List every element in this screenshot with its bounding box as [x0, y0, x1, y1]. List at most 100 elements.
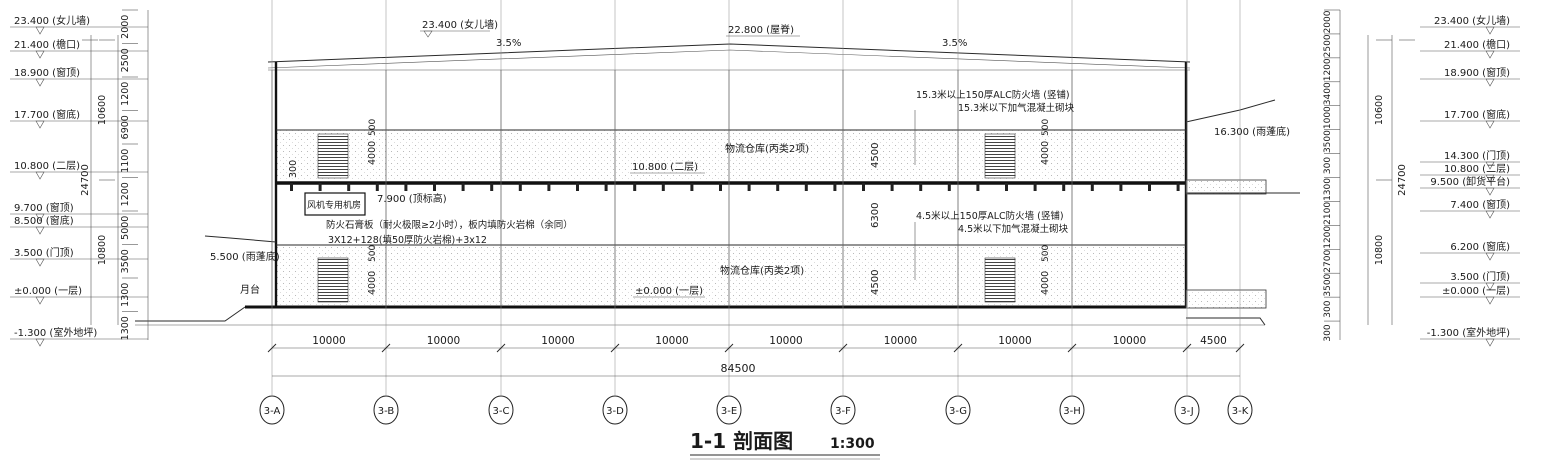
level-label: 7.400 (窗顶) [1450, 198, 1510, 211]
vent-gap-ll: 500 [368, 245, 378, 262]
dim-tick [267, 343, 277, 353]
vertical-dim-label: 1000 [1323, 106, 1333, 129]
first-floor-level: ±0.000 (一层) [635, 285, 703, 297]
dim-tick [496, 343, 506, 353]
joist [1090, 183, 1094, 191]
drawing-title: 1-1 剖面图 1:300 [690, 429, 880, 460]
vertical-dim-label: 5000 [120, 216, 131, 240]
lower-wall-note-2: 4.5米以下加气混凝土砌块 [958, 223, 1069, 235]
joist [804, 183, 808, 191]
bay-dim-label: 10000 [427, 335, 460, 347]
joist [633, 183, 637, 191]
dim-tick [1067, 343, 1077, 353]
ground-left [135, 306, 246, 322]
vent-upper-right [984, 133, 1016, 179]
level-label: 9.500 (卸货平台) [1430, 175, 1510, 188]
level-triangle [1485, 161, 1495, 170]
axis-bubble [259, 395, 285, 425]
level-triangle [1485, 26, 1495, 35]
canopy-right-level: 16.300 (雨蓬底) [1214, 125, 1290, 138]
level-label: 21.400 (檐口) [1444, 38, 1510, 51]
joist [947, 183, 951, 191]
dim-tick [838, 343, 848, 353]
joist [461, 183, 465, 191]
right-canopy [1185, 99, 1276, 123]
axis-label: 3-H [1063, 406, 1081, 417]
vent-gap-ul: 500 [368, 119, 378, 136]
joist [1062, 183, 1066, 191]
axis-bubble [1174, 395, 1200, 425]
truss-level: 7.900 (顶标高) [377, 192, 447, 205]
joist [976, 183, 980, 191]
joist [604, 183, 608, 191]
level-label: 8.500 (窗底) [14, 214, 74, 227]
floor-joists [290, 183, 1180, 191]
joist [404, 183, 408, 191]
upper-floor-hatch [276, 130, 1186, 180]
joist [661, 183, 665, 191]
bay-dim-label: 4500 [1200, 335, 1227, 347]
ground-right [1186, 317, 1266, 326]
joist [576, 183, 579, 191]
vent-height-ll: 4000 [367, 271, 378, 295]
loading-platform [1185, 179, 1267, 195]
level-label: 18.900 (窗顶) [1444, 66, 1510, 79]
level-label: -1.300 (室外地坪) [1427, 326, 1510, 339]
level-triangle [35, 296, 45, 305]
vertical-dim-label: 2700 [1323, 250, 1333, 273]
vertical-dim-label: 300 [1323, 157, 1333, 174]
dim-tick [610, 343, 620, 353]
joist [1005, 183, 1008, 191]
lower-warehouse-label: 物流仓库(丙类2项) [720, 264, 804, 277]
axis-bubble [1059, 395, 1085, 425]
roof-outline [267, 43, 1191, 63]
fan-room-box [304, 192, 366, 216]
vent-gap-ur: 500 [1041, 119, 1051, 136]
level-triangle [35, 226, 45, 235]
joist [490, 183, 494, 191]
vertical-dim-label: 10600 [97, 95, 108, 125]
axis-grid-lines [271, 0, 1241, 395]
right-dimension-chain: 2000250012003400100035003001300210012002… [1323, 9, 1415, 342]
vertical-dim-label: 3500 [120, 249, 131, 273]
vertical-dim-label: 10600 [1374, 95, 1385, 125]
axis-label: 3-F [835, 406, 851, 417]
dim-tick [724, 343, 734, 353]
level-triangle [35, 213, 45, 222]
level-label: 23.400 (女儿墙) [1434, 14, 1510, 27]
left-canopy [204, 235, 277, 243]
level-label: 18.900 (窗顶) [14, 66, 80, 79]
level-triangle [1485, 252, 1495, 261]
vertical-dim-label: 1300 [120, 316, 131, 340]
joist [318, 183, 322, 191]
slope-right: 3.5% [942, 38, 967, 49]
bay-dim-label: 10000 [655, 335, 688, 347]
vertical-dim-label: 1300 [120, 283, 131, 307]
joist [375, 183, 379, 191]
joist [890, 183, 894, 191]
dim-tick [381, 343, 391, 353]
top-left-level: 23.400 (女儿墙) [422, 18, 498, 31]
level-label: -1.300 (室外地坪) [14, 326, 97, 339]
bay-dim-label: 10000 [884, 335, 917, 347]
joist [833, 183, 837, 191]
joist [547, 183, 551, 191]
vent-gap-lr: 500 [1041, 245, 1051, 262]
vent-upper-left [317, 133, 349, 179]
vertical-dim-label: 3500 [1323, 130, 1333, 153]
axis-label: 3-A [264, 406, 281, 417]
axis-label: 3-G [949, 406, 967, 417]
lower-dock [1185, 289, 1267, 309]
level-label: 23.400 (女儿墙) [14, 14, 90, 27]
level-triangle [35, 50, 45, 59]
joist [1119, 183, 1123, 191]
upper-wall-note-2: 15.3米以下加气混凝土砌块 [958, 102, 1075, 114]
ridge-level: 22.800 (屋脊) [728, 23, 794, 36]
fire-note-1: 防火石膏板（耐火极限≥2小时），板内填防火岩棉（余同） [326, 219, 573, 231]
axis-bubble [945, 395, 971, 425]
vertical-dim-label: 2000 [1323, 10, 1333, 33]
level-triangle [35, 120, 45, 129]
vertical-dim-label: 1200 [1323, 58, 1333, 81]
fan-room-label: 风机专用机房 [307, 199, 361, 211]
